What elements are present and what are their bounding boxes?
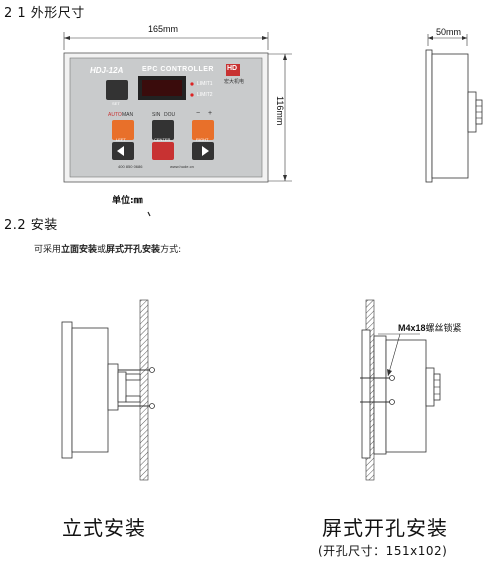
section-1-heading: 2 1 外形尺寸 <box>4 6 85 21</box>
device-name: EPC CONTROLLER <box>142 66 214 73</box>
auto-label: AUTO <box>108 112 122 118</box>
depth-dimension-label: 50mm <box>436 27 462 37</box>
panel-cutout-install-caption: 屏式开孔安装 <box>322 516 448 540</box>
website: www.hude.cn <box>170 164 194 169</box>
minus-label: − <box>196 110 201 117</box>
limit1-indicator: LIMIT1 <box>197 81 213 87</box>
cutout-size-note: (开孔尺寸：151x102) <box>318 544 448 558</box>
set-button-label: SET <box>112 101 120 106</box>
device-model: HDJ-12A <box>90 66 124 75</box>
left-label: LEFT <box>116 137 126 142</box>
sin-label: SIN <box>152 112 161 118</box>
height-dimension-label: 116mm <box>275 96 285 126</box>
dou-label: DOU <box>164 112 176 118</box>
screw-lock-label: M4x18螺丝锁紧 <box>398 323 462 333</box>
right-label: RIGHT <box>196 137 209 142</box>
limit2-indicator: LIMIT2 <box>197 92 213 98</box>
section-2-heading: 2.2 安装 <box>4 218 58 233</box>
phone-number: 400 850 0686 <box>118 164 143 169</box>
center-label: CENTER <box>154 137 171 142</box>
plus-label: + <box>208 110 213 117</box>
brand-logo-icon: HD <box>227 65 238 72</box>
width-dimension-label: 165mm <box>148 24 179 34</box>
unit-label: 单位:㎜ <box>112 196 143 206</box>
man-label: MAN <box>122 112 134 118</box>
brand-text: 宏大机电 <box>224 79 245 85</box>
install-description: 可采用立面安装或屏式开孔安装方式: <box>34 245 182 255</box>
vertical-install-caption: 立式安装 <box>62 516 146 540</box>
